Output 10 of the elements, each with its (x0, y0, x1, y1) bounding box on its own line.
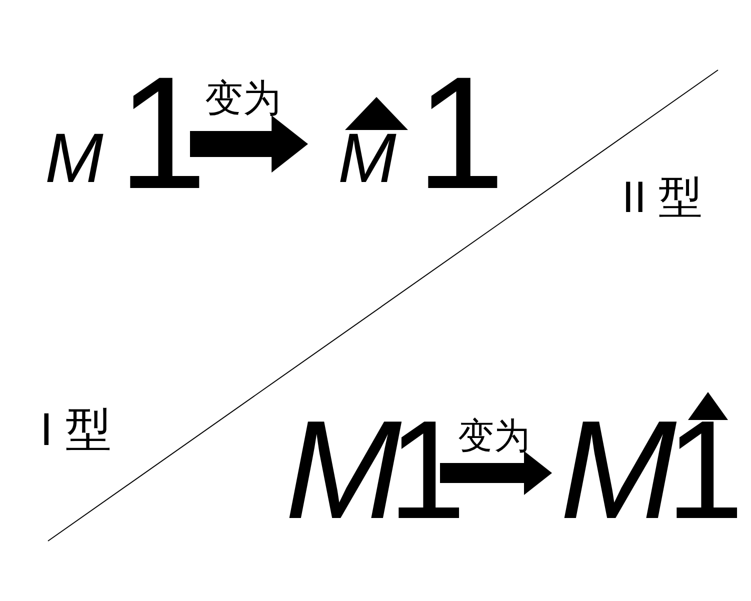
digit: 1 (416, 75, 505, 190)
variable-letter: M (338, 133, 396, 184)
digit: 1 (118, 75, 207, 190)
variable-letter: M (45, 133, 104, 184)
type-label: I 型 (40, 406, 112, 452)
edge-label: 变为 (458, 418, 530, 454)
type-label: II 型 (622, 176, 703, 220)
arrow (190, 115, 308, 173)
edge-label: 变为 (205, 80, 281, 118)
arrow (440, 451, 552, 495)
